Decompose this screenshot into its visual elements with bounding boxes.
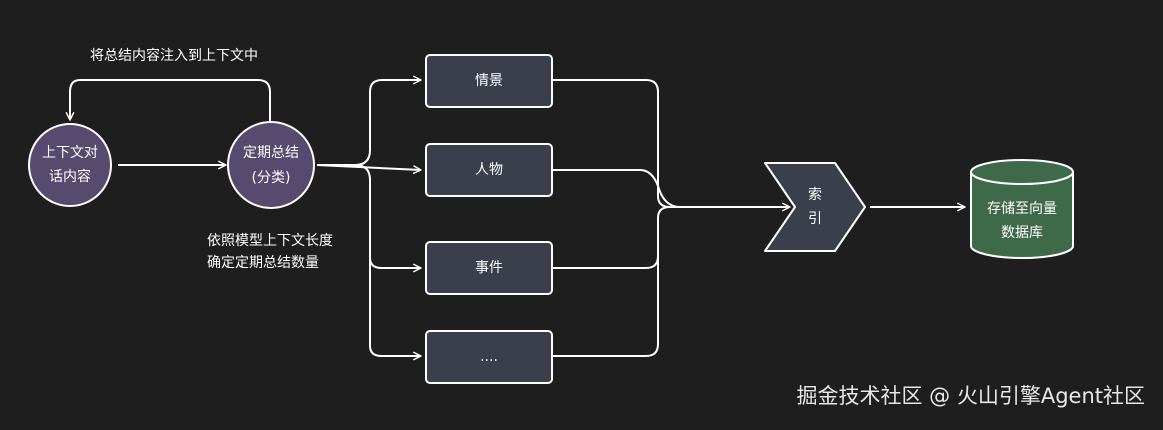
event-node-box	[425, 241, 553, 295]
more-to-index-line	[553, 256, 659, 357]
summary-node-label: 定期总结 (分类)	[243, 145, 299, 186]
person-node-label: 人物	[475, 162, 503, 178]
feedback-annotation: 将总结内容注入到上下文中	[90, 48, 258, 64]
summary-to-more-arrow	[369, 255, 422, 361]
event-node-label: 事件	[475, 260, 503, 276]
summary-to-person-arrow	[316, 164, 422, 174]
summary-node-circle	[227, 121, 315, 209]
dialog-node-circle	[28, 123, 112, 207]
more-node-label: ....	[480, 349, 498, 365]
summary-to-scene-arrow	[317, 75, 422, 166]
count-rule-annotation: 依照模型上下文长度 确定定期总结数量	[207, 233, 333, 271]
person-node-box	[425, 143, 553, 197]
index-node-label: 索 引	[808, 187, 822, 227]
person-to-index-line	[553, 169, 681, 208]
watermark-text: 掘金技术社区 @ 火山引擎Agent社区	[796, 384, 1145, 408]
summary-to-event-arrow	[354, 164, 422, 273]
store-node-label: 存储至向量 数据库	[987, 201, 1057, 241]
more-node-box	[425, 330, 553, 384]
dialog-node-label: 上下文对 话内容	[42, 145, 98, 185]
event-to-index-line	[553, 206, 671, 269]
index-node-chevron	[764, 162, 866, 252]
scene-node-label: 情景	[475, 73, 503, 89]
scene-to-index-line	[553, 79, 760, 208]
scene-node-box	[425, 54, 553, 108]
feedback-arrow	[65, 79, 271, 128]
store-node-cylinder	[970, 159, 1074, 259]
